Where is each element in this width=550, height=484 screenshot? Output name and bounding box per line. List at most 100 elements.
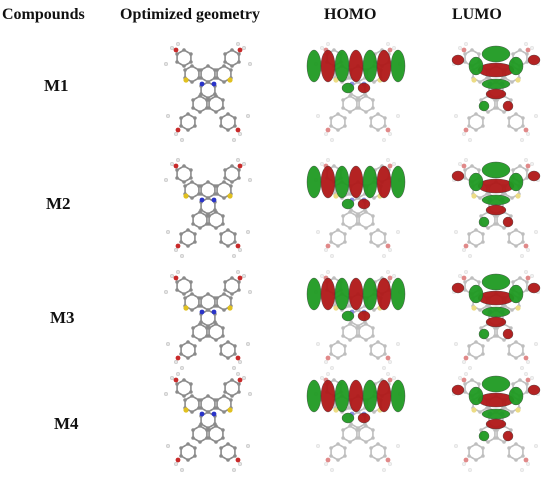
carbon-atom <box>226 128 230 132</box>
carbon-atom <box>525 382 529 386</box>
carbon-atom <box>486 226 490 230</box>
sulfur-atom <box>515 193 521 199</box>
hydrogen-atom <box>395 113 401 119</box>
carbon-atom <box>229 184 233 188</box>
carbon-atom <box>186 228 190 232</box>
hydrogen-atom <box>385 371 391 377</box>
lumo-lobe <box>451 170 465 182</box>
carbon-atom <box>186 244 190 248</box>
carbon-atom <box>509 98 513 102</box>
carbon-atom <box>518 48 522 52</box>
carbon-atom <box>348 110 352 114</box>
hydrogen-atom <box>395 443 401 449</box>
oxygen-atom <box>525 163 531 169</box>
lumo-lobe <box>502 100 514 112</box>
hydrogen-atom <box>241 375 247 381</box>
carbon-atom <box>495 106 499 110</box>
molecule-skeleton <box>163 157 253 259</box>
hydrogen-atom <box>231 253 237 259</box>
lumo-lobe <box>477 392 515 408</box>
molecule-geometry-icon <box>163 371 253 473</box>
carbon-atom <box>463 382 467 386</box>
oxygen-atom <box>325 243 331 249</box>
carbon-atom <box>237 288 241 292</box>
carbon-atom <box>371 106 375 110</box>
homo-lobe <box>320 277 336 311</box>
oxygen-atom <box>173 377 179 383</box>
carbon-atom <box>175 382 179 386</box>
carbon-atom <box>189 382 193 386</box>
carbon-atom <box>525 176 529 180</box>
carbon-atom <box>197 398 201 402</box>
carbon-atom <box>470 48 474 52</box>
carbon-atom <box>510 196 514 200</box>
carbon-atom <box>364 338 368 342</box>
sulfur-atom <box>333 407 339 413</box>
carbon-atom <box>481 352 485 356</box>
hydrogen-atom <box>245 229 251 235</box>
oxygen-atom <box>175 127 181 133</box>
bond-ring <box>208 211 224 229</box>
carbon-atom <box>341 428 345 432</box>
hydrogen-atom <box>329 365 335 371</box>
hydrogen-atom <box>323 461 329 467</box>
carbon-atom <box>226 340 230 344</box>
lumo-lobe <box>502 216 514 228</box>
carbon-atom <box>182 48 186 52</box>
sulfur-atom <box>515 305 521 311</box>
carbon-atom <box>193 232 197 236</box>
bond-ring <box>180 443 196 461</box>
hydrogen-atom <box>523 371 529 377</box>
sulfur-atom <box>515 407 521 413</box>
carbon-atom <box>486 338 490 342</box>
header-homo: HOMO <box>324 6 377 23</box>
carbon-atom <box>507 124 511 128</box>
carbon-atom <box>371 428 375 432</box>
carbon-atom <box>206 410 210 414</box>
hydrogen-atom <box>247 391 253 397</box>
carbon-atom <box>191 334 195 338</box>
homo-cell <box>298 264 418 380</box>
carbon-atom <box>474 356 478 360</box>
carbon-atom <box>206 308 210 312</box>
carbon-atom <box>221 106 225 110</box>
molecule-skeleton <box>163 41 253 143</box>
molecule-geometry-icon <box>163 269 253 371</box>
carbon-atom <box>341 326 345 330</box>
geometry-cell <box>148 366 268 482</box>
carbon-atom <box>223 280 227 284</box>
carbon-atom <box>383 454 387 458</box>
carbon-atom <box>182 276 186 280</box>
homo-lobe <box>390 277 406 311</box>
hydrogen-atom <box>391 161 397 167</box>
lumo-lobe <box>527 384 541 396</box>
nitrogen-atom <box>199 197 205 203</box>
carbon-atom <box>369 454 373 458</box>
carbon-atom <box>486 110 490 114</box>
carbon-atom <box>214 424 218 428</box>
bond-ring <box>358 323 374 341</box>
carbon-atom <box>193 240 197 244</box>
homo-lobe <box>334 379 350 413</box>
carbon-atom <box>222 292 226 296</box>
sulfur-atom <box>333 193 339 199</box>
bond-ring <box>176 49 192 67</box>
carbon-atom <box>189 288 193 292</box>
carbon-atom <box>383 232 387 236</box>
carbon-atom <box>485 192 489 196</box>
carbon-atom <box>193 454 197 458</box>
hydrogen-atom <box>395 229 401 235</box>
carbon-atom <box>357 98 361 102</box>
carbon-atom <box>347 192 351 196</box>
lumo-lobe <box>481 45 511 63</box>
homo-lobe <box>390 49 406 83</box>
hydrogen-atom <box>315 229 321 235</box>
carbon-atom <box>348 322 352 326</box>
hydrogen-atom <box>169 45 175 51</box>
carbon-atom <box>329 116 333 120</box>
carbon-atom <box>182 292 186 296</box>
hydrogen-atom <box>387 359 393 365</box>
carbon-atom <box>190 180 194 184</box>
carbon-atom <box>481 446 485 450</box>
lumo-orbital-icon <box>451 371 541 473</box>
